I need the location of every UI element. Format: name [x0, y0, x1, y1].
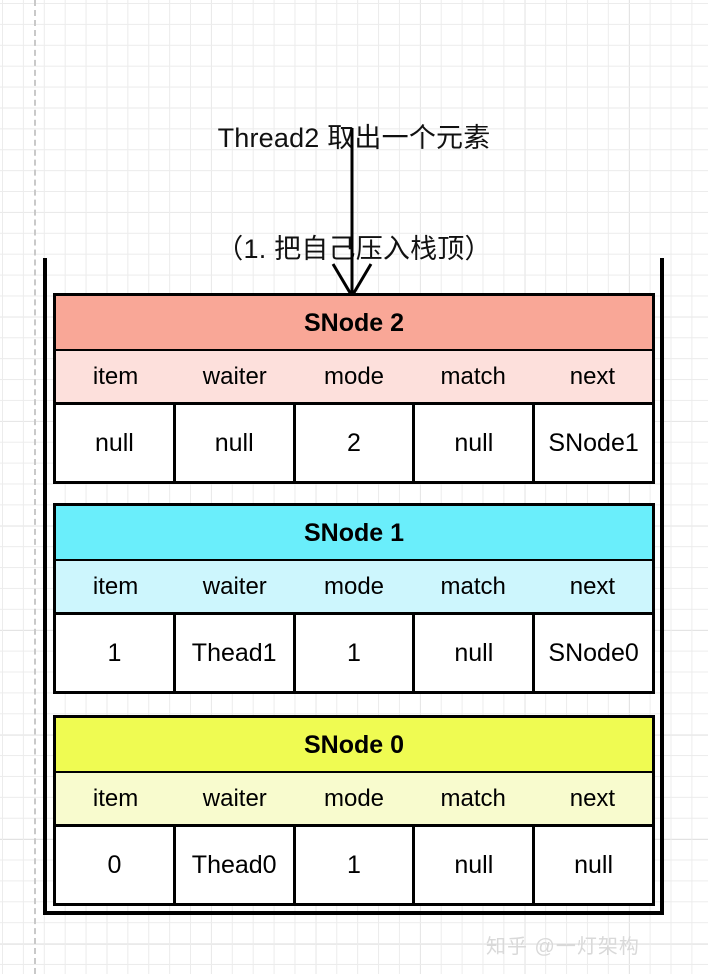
field-label-mode: mode: [323, 572, 385, 600]
value-match: null: [415, 827, 536, 903]
snode-title-2: SNode 2: [56, 296, 652, 351]
value-mode: 1: [296, 827, 416, 903]
value-next: SNode1: [548, 428, 639, 457]
field-label-match: match: [440, 784, 506, 812]
value-mode: 2: [296, 405, 416, 481]
field-label-mode: mode: [323, 784, 385, 812]
stack-wall-right: [660, 258, 664, 915]
field-label-item: item: [92, 362, 139, 390]
value-mode: 1: [296, 615, 416, 691]
field-label-mode: mode: [323, 362, 385, 390]
field-label-next: next: [569, 784, 616, 812]
caption-line-1: Thread2 取出一个元素: [217, 123, 491, 153]
field-label-next: next: [569, 572, 616, 600]
snode-value-row-1: 1 Thead1 1 null SNode0: [56, 615, 652, 691]
caption-line-2: （1. 把自己压入栈顶）: [216, 234, 492, 264]
value-waiter: Thead0: [176, 827, 296, 903]
field-label-waiter: waiter: [202, 572, 267, 600]
field-label-item: item: [92, 784, 139, 812]
value-waiter: Thead1: [176, 615, 296, 691]
value-item: 0: [56, 827, 176, 903]
value-waiter: null: [176, 405, 296, 481]
field-label-waiter: waiter: [202, 362, 267, 390]
snode-field-header-1: item waiter mode match next: [56, 561, 652, 615]
stack-container: SNode 2 item waiter mode match next null…: [43, 258, 664, 915]
stack-floor: [43, 911, 664, 915]
snode-value-row-2: null null 2 null SNode1: [56, 405, 652, 481]
field-label-next: next: [569, 362, 616, 390]
snode-block-1[interactable]: SNode 1 item waiter mode match next 1 Th…: [53, 503, 655, 694]
diagram-caption: Thread2 取出一个元素 （1. 把自己压入栈顶）: [0, 46, 708, 305]
value-match: null: [415, 615, 536, 691]
page-margin-guide: [34, 0, 36, 974]
snode-title-0: SNode 0: [56, 718, 652, 773]
snode-block-0[interactable]: SNode 0 item waiter mode match next 0 Th…: [53, 715, 655, 906]
field-label-match: match: [440, 362, 506, 390]
snode-block-2[interactable]: SNode 2 item waiter mode match next null…: [53, 293, 655, 484]
value-item: null: [56, 405, 176, 481]
snode-title-1: SNode 1: [56, 506, 652, 561]
field-label-waiter: waiter: [202, 784, 267, 812]
snode-field-header-0: item waiter mode match next: [56, 773, 652, 827]
field-label-item: item: [92, 572, 139, 600]
stack-wall-left: [43, 258, 47, 915]
snode-field-header-2: item waiter mode match next: [56, 351, 652, 405]
value-item: 1: [56, 615, 176, 691]
value-next: null: [574, 850, 614, 879]
value-match: null: [415, 405, 536, 481]
value-next: SNode0: [548, 638, 639, 667]
field-label-match: match: [440, 572, 506, 600]
snode-value-row-0: 0 Thead0 1 null null: [56, 827, 652, 903]
watermark: 知乎 @一灯架构: [486, 936, 640, 958]
